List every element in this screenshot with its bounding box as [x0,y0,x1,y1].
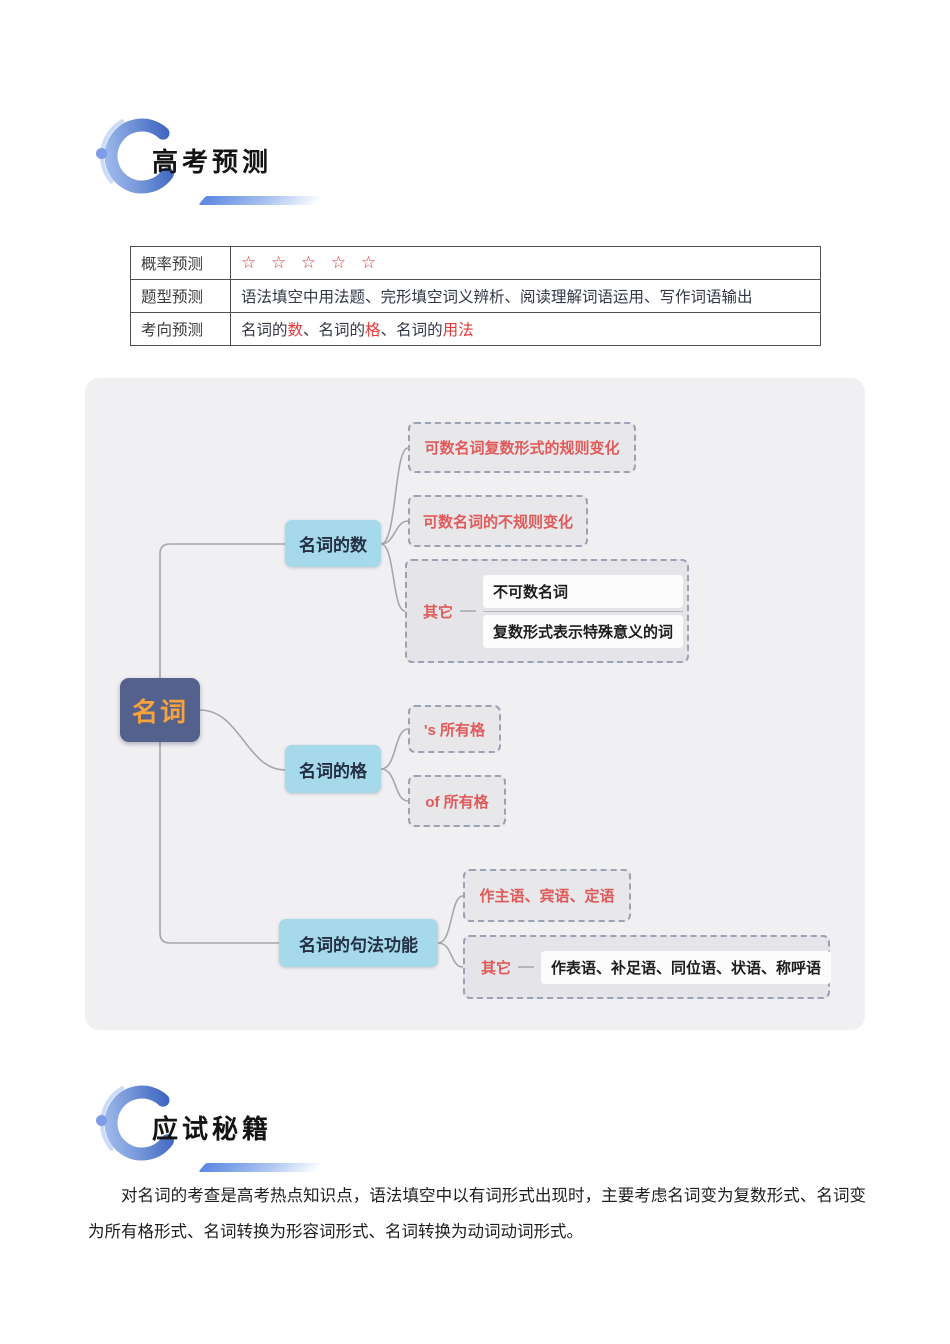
highlight-segment: 数 [287,322,304,339]
leaf-s-genitive: 's 所有格 [408,705,501,753]
group-item: 作表语、补足语、同位语、状语、称呼语 [541,950,832,984]
leaf-irregular-plural: 可数名词的不规则变化 [408,495,588,547]
connector-line [518,966,535,968]
dot-icon [96,148,107,159]
group-tag: 其它 [481,959,512,977]
ring-logo-icon [100,1081,184,1165]
text-segment: 、名词的 [303,322,366,339]
row-label: 题型预测 [130,279,231,313]
table-row-direction: 考向预测 名词的数、名词的格、名词的用法 [130,312,821,346]
row-label: 考向预测 [130,312,231,346]
row-label: 概率预测 [130,246,231,280]
text-segment: 名词的 [241,322,288,339]
group-item: 不可数名词 [483,574,684,608]
highlight-segment: 用法 [442,322,474,339]
table-row-probability: 概率预测 ☆ ☆ ☆ ☆ ☆ [130,246,821,280]
row-content: 名词的数、名词的格、名词的用法 [230,312,821,346]
table-row-question-type: 题型预测 语法填空中用法题、完形填空词义辨析、阅读理解词语运用、写作词语输出 [130,279,821,313]
ring-logo-icon [100,114,184,198]
leaf-regular-plural: 可数名词复数形式的规则变化 [408,422,636,473]
branch-noun-case: 名词的格 [285,745,381,793]
branch-noun-number: 名词的数 [285,520,381,567]
group-item: 复数形式表示特殊意义的词 [483,614,684,648]
section-header-prediction: 高考预测 [90,114,420,223]
mindmap-root-noun: 名词 [120,678,200,742]
mindmap-connectors [159,447,464,968]
group-function-other: 其它 作表语、补足语、同位语、状语、称呼语 [463,935,832,999]
branch-noun-function: 名词的句法功能 [279,919,438,967]
section-title: 应试秘籍 [152,1114,273,1144]
group-items: 作表语、补足语、同位语、状语、称呼语 [541,950,832,984]
section-header-tips: 应试秘籍 [90,1081,420,1190]
row-content: 语法填空中用法题、完形填空词义辨析、阅读理解词语运用、写作词语输出 [230,279,821,313]
section-title: 高考预测 [152,147,273,177]
prediction-table: 概率预测 ☆ ☆ ☆ ☆ ☆ 题型预测 语法填空中用法题、完形填空词义辨析、阅读… [130,246,821,346]
mindmap-panel: 名词 名词的数 名词的格 名词的句法功能 可数名词复数形式的规则变化 可数名词的… [85,378,865,1030]
swoosh-underline [198,1163,324,1172]
item-divider [483,610,684,612]
text-segment: 、名词的 [380,322,443,339]
dot-icon [96,1115,107,1126]
group-tag: 其它 [423,603,454,621]
group-items: 不可数名词 复数形式表示特殊意义的词 [483,574,684,648]
connector-line [460,610,477,612]
group-number-other: 其它 不可数名词 复数形式表示特殊意义的词 [405,559,689,663]
highlight-segment: 格 [365,322,381,339]
tips-paragraph: 对名词的考查是高考热点知识点，语法填空中以有词形式出现时，主要考虑名词变为复数形… [88,1187,866,1242]
leaf-subject-object-attributive: 作主语、宾语、定语 [463,869,631,922]
star-rating: ☆ ☆ ☆ ☆ ☆ [241,253,382,272]
leaf-of-genitive: of 所有格 [408,775,506,827]
swoosh-underline [198,196,324,205]
row-content: ☆ ☆ ☆ ☆ ☆ [230,246,821,280]
